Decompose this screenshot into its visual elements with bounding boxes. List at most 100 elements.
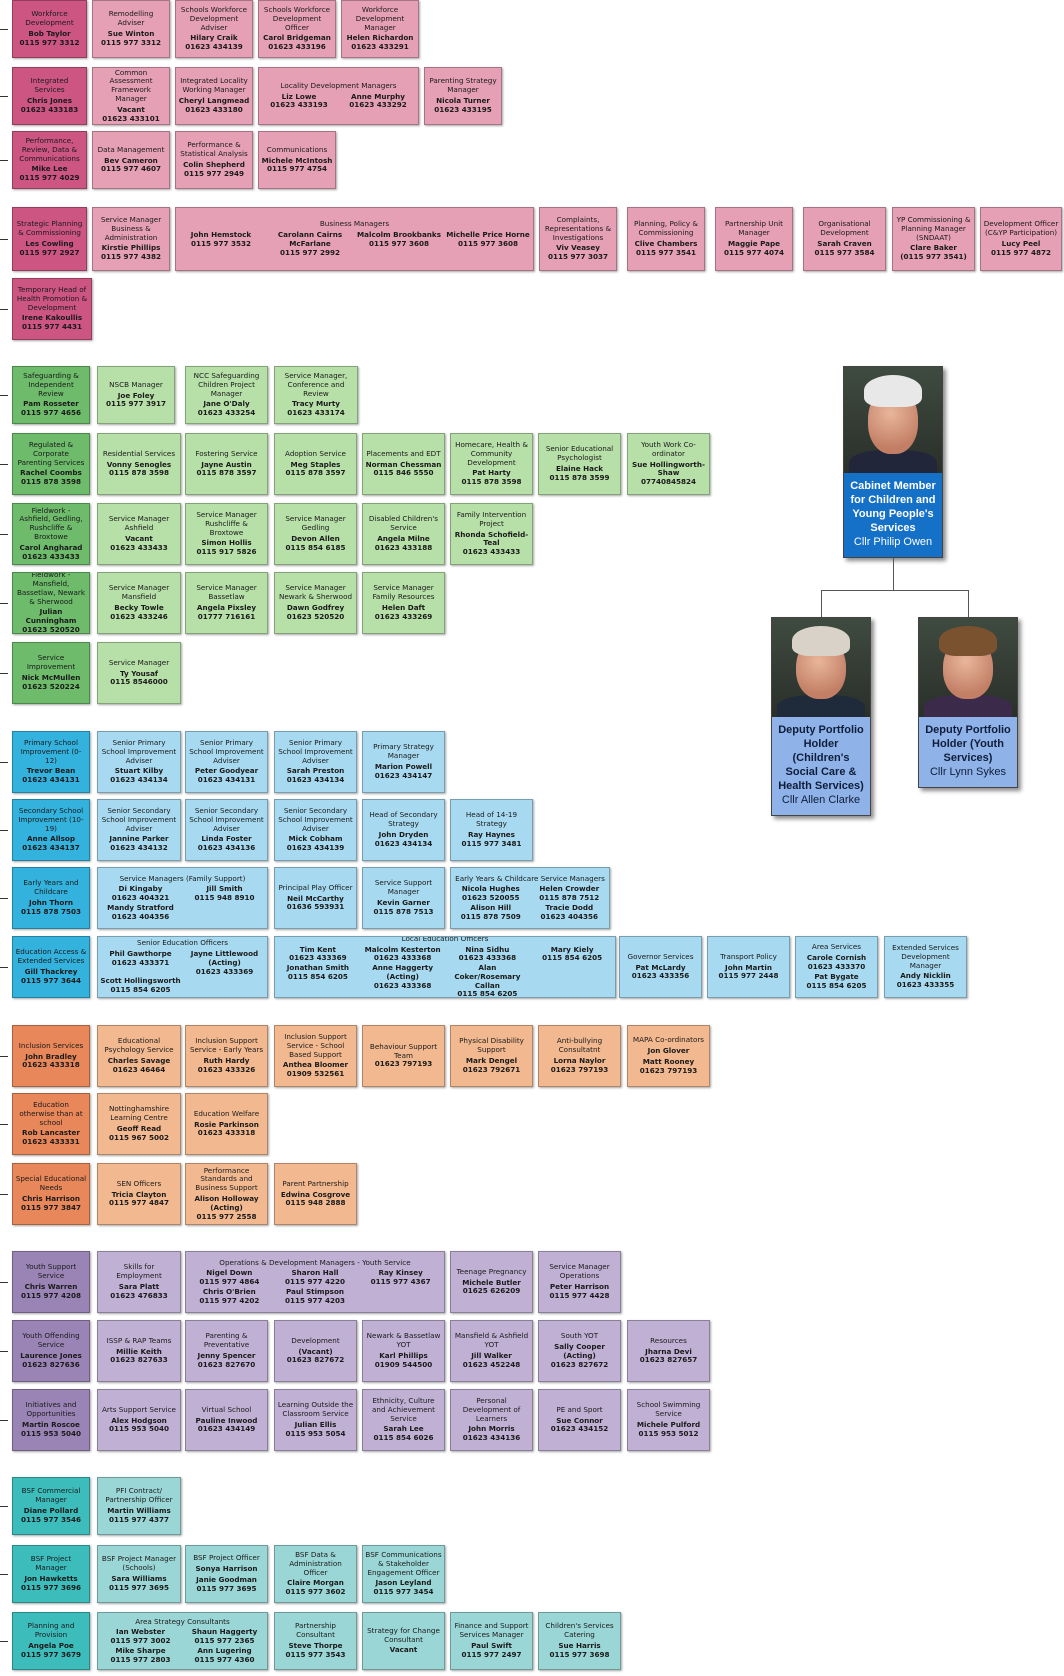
staff-name: Becky Towle [114,603,164,612]
box-title: Behaviour Support Team [369,1041,438,1060]
box-title: Fieldwork - Ashfield, Gedling, Rushcliff… [19,505,83,541]
box-title: Safeguarding & Independent Review [23,371,79,398]
staff-phone: 0115 854 6205 [542,953,603,963]
staff-name: Carole Cornish [806,952,867,962]
staff-phone: 0115 854 6185 [285,542,346,552]
staff-phone: 0115 878 3597 [196,468,257,478]
connector-line [0,1641,8,1642]
staff-name: Scott Hollingsworth [100,976,181,986]
box-title: Service Manager Rushcliffe & Broxtowe [196,510,257,537]
box-title: MAPA Co-ordinators [632,1035,705,1045]
org-box: Senior Primary School Improvement Advise… [97,731,181,793]
staff-phone: 01623 404356 [540,911,598,921]
staff-phone: 0115 977 4847 [108,1198,170,1208]
staff-name: Martin Roscoe [22,1420,80,1429]
staff-phone: 0115 977 3312 [100,37,162,47]
box-title: Development [291,1335,340,1345]
staff-name: Stuart Kilby [114,766,164,776]
staff-phone: 0115 977 3695 [108,1582,170,1592]
connector-line [0,1351,8,1352]
org-box: Ethnicity, Culture and Achievement Servi… [362,1389,445,1451]
staff-name: Tim Kent [299,944,336,954]
staff-name: Nick McMullen [21,673,81,682]
staff-name: Pat Harty [472,468,511,478]
staff-name: Norman Chessman [365,459,442,469]
staff-name: Alex Hodgson [111,1415,167,1425]
staff-phone: 0115 953 5040 [20,1428,82,1438]
staff-phone: 0115 977 2365 [194,1636,255,1646]
connector-line [0,239,8,240]
staff-name: Pauline Inwood [195,1415,258,1425]
box-title: Inclusion Support Service - Early Years [189,1036,264,1055]
connector-line [0,29,8,30]
staff-name: Jon Hawketts [24,1574,78,1583]
staff-phone: 01623 433195 [434,104,492,114]
staff-phone: 01623 827670 [197,1359,256,1369]
box-title: NSCB Manager [109,379,163,389]
staff-name: Di Kingaby [118,884,163,894]
staff-name: Trevor Bean [26,766,76,776]
staff-phone: 01623 404321 [111,893,170,903]
box-title: ISSP & RAP Teams [106,1335,172,1345]
box-title: Governor Services [627,951,694,961]
staff-phone: 0115 854 6205 [806,981,867,991]
connector-line [0,898,8,899]
box-title: Parenting Strategy Manager [429,76,497,95]
staff-phone: 07740845824 [640,477,696,487]
staff-phone: 0115 977 2558 [196,1211,257,1221]
box-title: Service Manager [108,657,170,667]
staff-phone: 0115 977 2992 [279,247,341,257]
org-box: Temporary Head of Health Promotion & Dev… [12,278,92,340]
staff-name: John Thorn [29,898,73,907]
staff-phone: 01623 827672 [286,1355,345,1365]
box-title: Education Access & Extended Services [15,947,87,966]
staff-phone: 01623 433368 [373,953,432,963]
box-title: Locality Development Managers [280,80,397,90]
staff-phone: 0115 977 3546 [20,1514,82,1524]
box-title: Newark & Bassetlaw YOT [366,1331,441,1350]
staff-name: Angela Poe [28,1641,74,1650]
staff-name: Helen Daft [381,603,426,612]
staff-name: Linda Foster [201,834,252,844]
staff-name: Sarah Preston [286,766,345,776]
org-box: Service Manager Business & Administratio… [92,207,170,271]
connector-line [0,464,8,465]
staff-name: Gill Thackrey [24,967,78,976]
box-title: YP Commissioning & Planning Manager (SND… [896,215,971,242]
staff-phone: 01623 434137 [22,843,80,853]
box-title: Senior Primary School Improvement Advise… [189,738,264,765]
staff-name: Elaine Hack [555,464,604,473]
staff-name: Jharna Devi [645,1346,692,1356]
staff-name: Sarah Craven [817,239,872,248]
staff-name: John Bradley [25,1051,77,1061]
staff-name: Carol Bridgeman [263,33,331,43]
box-title: Service Improvement [26,653,76,672]
staff-name: Alison Holloway (Acting) [194,1194,259,1212]
portfolio-role: Deputy Portfolio Holder (Youth Services) [925,724,1011,765]
box-title: Senior Primary School Improvement Advise… [278,738,353,765]
staff-name: Anthea Bloomer [282,1060,349,1070]
deputy-portfolio-card: Deputy Portfolio Holder (Children's Soci… [771,617,871,817]
staff-phone: 0115 953 5054 [285,1428,346,1438]
